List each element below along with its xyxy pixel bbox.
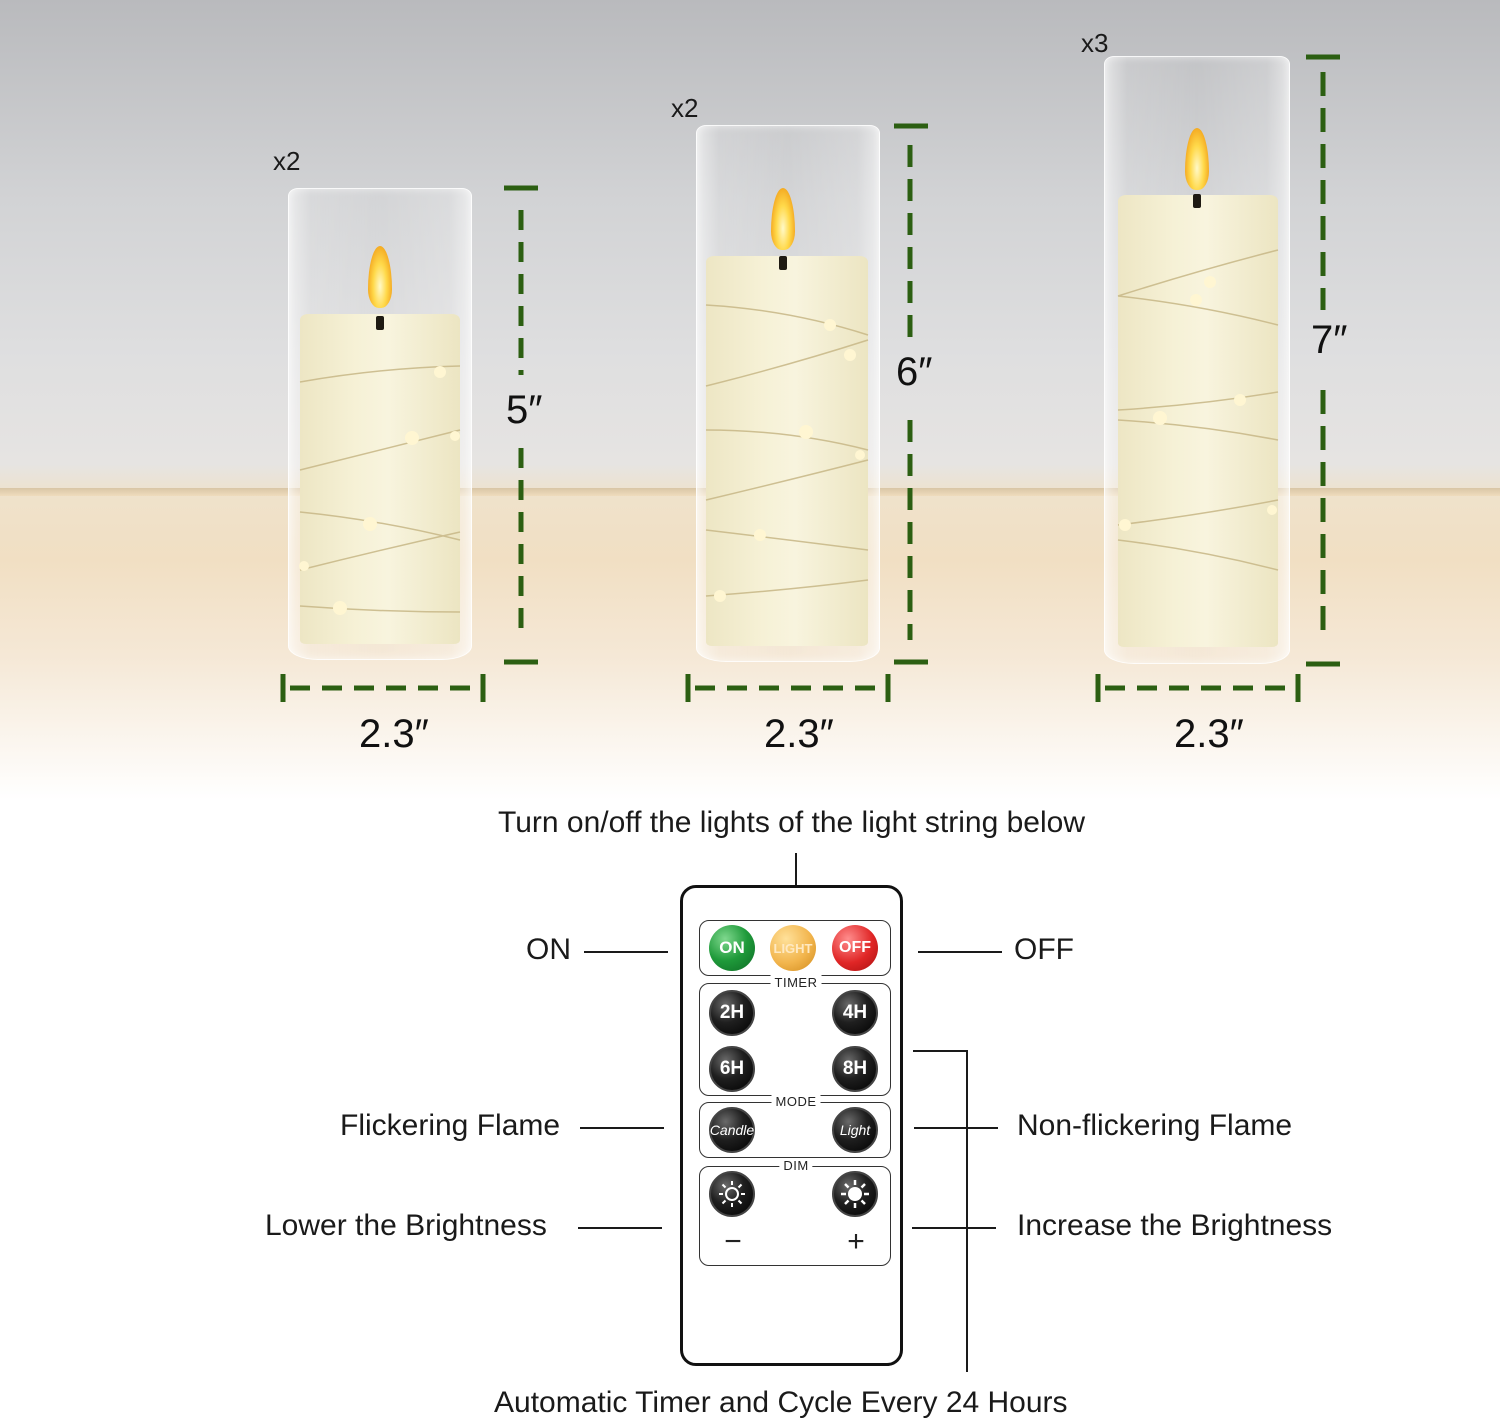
timer-6h-button[interactable]: 6H — [709, 1046, 755, 1092]
light-mode-button[interactable]: Light — [832, 1107, 878, 1153]
annotation-line-off — [918, 951, 1002, 953]
wax-candle-medium — [706, 256, 868, 646]
wick — [779, 256, 787, 270]
flame-icon — [1185, 128, 1209, 190]
width-label-small: 2.3″ — [359, 712, 429, 756]
annotation-increase-brightness: Increase the Brightness — [1017, 1209, 1333, 1242]
timer-panel: TIMER 2H 4H 6H 8H — [699, 975, 891, 1096]
quantity-label-medium: x2 — [671, 93, 699, 123]
quantity-label-tall: x3 — [1081, 28, 1109, 58]
wax-candle-tall — [1118, 195, 1278, 647]
annotation-light-string: Turn on/off the lights of the light stri… — [498, 806, 1086, 839]
mode-panel: MODE Candle Light — [699, 1094, 891, 1158]
product-photo: x2 x2 x3 5″ 6″ 7″ 2.3″ 2.3″ 2.3″ — [0, 0, 1500, 800]
annotation-timer-cycle: Automatic Timer and Cycle Every 24 Hours — [494, 1386, 1068, 1419]
annotation-non-flickering-flame: Non-flickering Flame — [1017, 1109, 1293, 1142]
annotation-line-timer — [913, 1050, 967, 1052]
annotation-on: ON — [526, 933, 571, 966]
annotation-line-top — [795, 853, 797, 885]
dim-down-button[interactable] — [709, 1171, 755, 1217]
off-button[interactable]: OFF — [832, 925, 878, 971]
annotation-line-lower — [578, 1227, 662, 1229]
sun-dim-icon — [719, 1181, 745, 1207]
wick — [376, 316, 384, 330]
annotation-line-on — [584, 951, 668, 953]
fairy-lights — [299, 249, 1279, 615]
annotation-line-timer-vertical — [966, 1050, 968, 1372]
annotation-line-flickering — [580, 1127, 664, 1129]
minus-sign: − — [724, 1225, 742, 1258]
dimension-lines — [280, 54, 1340, 702]
wick — [1193, 194, 1201, 208]
power-panel: ON LIGHT OFF — [699, 920, 891, 976]
mode-title: MODE — [771, 1094, 821, 1109]
annotation-flickering-flame: Flickering Flame — [340, 1109, 561, 1142]
timer-title: TIMER — [770, 975, 822, 990]
annotation-lower-brightness: Lower the Brightness — [265, 1209, 547, 1242]
timer-2h-button[interactable]: 2H — [709, 990, 755, 1036]
height-label-medium: 6″ — [896, 350, 933, 394]
candle-mode-button[interactable]: Candle — [709, 1107, 755, 1153]
timer-8h-button[interactable]: 8H — [832, 1046, 878, 1092]
annotation-line-non-flickering — [914, 1127, 998, 1129]
flame-icon — [771, 188, 795, 250]
height-label-small: 5″ — [506, 388, 543, 432]
sun-bright-icon — [841, 1180, 869, 1208]
annotation-line-increase — [912, 1227, 996, 1229]
height-label-tall: 7″ — [1311, 318, 1348, 362]
annotation-off: OFF — [1014, 933, 1074, 966]
plus-sign: + — [847, 1225, 865, 1258]
on-button[interactable]: ON — [709, 925, 755, 971]
width-label-tall: 2.3″ — [1174, 712, 1244, 756]
width-label-medium: 2.3″ — [764, 712, 834, 756]
light-string-button[interactable]: LIGHT — [770, 925, 816, 971]
flame-icon — [368, 246, 392, 308]
wax-candle-small — [300, 314, 460, 644]
quantity-label-small: x2 — [273, 146, 301, 176]
dim-panel: DIM − — [699, 1158, 891, 1266]
dim-up-button[interactable] — [832, 1171, 878, 1217]
dim-title: DIM — [779, 1158, 813, 1173]
timer-4h-button[interactable]: 4H — [832, 990, 878, 1036]
remote-control: ON LIGHT OFF TIMER 2H 4H 6H 8H MODE Cand… — [680, 885, 903, 1366]
